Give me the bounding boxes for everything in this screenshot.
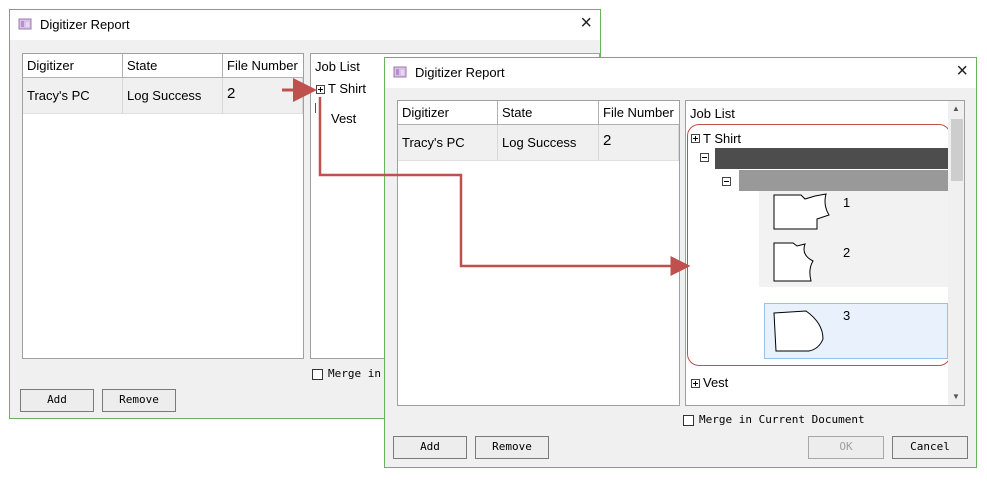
merge-label: Merge in bbox=[328, 367, 381, 380]
piece-shape-3[interactable] bbox=[771, 309, 826, 355]
piece-shape-1[interactable] bbox=[771, 193, 833, 233]
state-cell: Log Success bbox=[498, 125, 599, 161]
window-title: Digitizer Report bbox=[40, 17, 130, 32]
title-bar: Digitizer Report × bbox=[10, 10, 600, 40]
piece-number-2: 2 bbox=[843, 245, 851, 260]
job-list-label: Job List bbox=[690, 106, 735, 121]
close-icon[interactable]: × bbox=[956, 60, 968, 82]
piece-shape-2[interactable] bbox=[771, 241, 821, 285]
redacted-subfolder-bar[interactable] bbox=[739, 170, 948, 191]
table-row[interactable]: Tracy's PC Log Success 2 bbox=[23, 78, 303, 114]
remove-button[interactable]: Remove bbox=[475, 436, 549, 459]
digitizer-table: Digitizer State File Number Tracy's PC L… bbox=[397, 100, 680, 406]
digitizer-table: Digitizer State File Number Tracy's PC L… bbox=[22, 53, 304, 359]
digitizer-cell: Tracy's PC bbox=[398, 125, 498, 161]
title-bar: Digitizer Report × bbox=[385, 58, 976, 88]
column-header-state[interactable]: State bbox=[498, 101, 599, 125]
column-header-digitizer[interactable]: Digitizer bbox=[23, 54, 123, 78]
redacted-folder-bar[interactable] bbox=[715, 148, 948, 169]
front-dialog: Digitizer Report × Digitizer State File … bbox=[384, 57, 977, 468]
column-header-state[interactable]: State bbox=[123, 54, 223, 78]
job-item-vest[interactable]: Vest bbox=[331, 111, 357, 126]
table-row[interactable]: Tracy's PC Log Success 2 bbox=[398, 125, 679, 161]
collapse-minus-icon[interactable] bbox=[722, 177, 731, 186]
job-item-vest[interactable]: Vest bbox=[703, 375, 729, 390]
merge-checkbox[interactable] bbox=[312, 369, 323, 380]
piece-number-1: 1 bbox=[843, 195, 851, 210]
ok-button[interactable]: OK bbox=[808, 436, 884, 459]
job-item-t-shirt[interactable]: T Shirt bbox=[328, 81, 367, 96]
file-number-cell: 2 bbox=[599, 125, 679, 161]
remove-button[interactable]: Remove bbox=[102, 389, 176, 412]
collapse-minus-icon[interactable] bbox=[700, 153, 709, 162]
app-icon bbox=[393, 66, 407, 78]
scroll-up-icon[interactable]: ▲ bbox=[952, 104, 960, 113]
merge-checkbox[interactable] bbox=[683, 415, 694, 426]
close-icon[interactable]: × bbox=[580, 12, 592, 34]
expand-plus-icon[interactable] bbox=[691, 379, 700, 388]
state-cell: Log Success bbox=[123, 78, 223, 114]
tree-line bbox=[315, 103, 316, 113]
cancel-button[interactable]: Cancel bbox=[892, 436, 968, 459]
job-item-t-shirt[interactable]: T Shirt bbox=[703, 131, 742, 146]
scroll-down-icon[interactable]: ▼ bbox=[952, 392, 960, 401]
column-header-file-number[interactable]: File Number bbox=[599, 101, 679, 125]
column-header-file-number[interactable]: File Number bbox=[223, 54, 303, 78]
merge-label: Merge in Current Document bbox=[699, 413, 865, 426]
job-list-panel: Job List T Shirt 1 2 3 Vest ▲ ▼ bbox=[685, 100, 965, 406]
window-title: Digitizer Report bbox=[415, 65, 505, 80]
piece-number-3: 3 bbox=[843, 308, 851, 323]
digitizer-cell: Tracy's PC bbox=[23, 78, 123, 114]
job-list-label: Job List bbox=[315, 59, 360, 74]
add-button[interactable]: Add bbox=[393, 436, 467, 459]
scrollbar-thumb[interactable] bbox=[951, 119, 963, 181]
app-icon bbox=[18, 18, 32, 30]
column-header-digitizer[interactable]: Digitizer bbox=[398, 101, 498, 125]
add-button[interactable]: Add bbox=[20, 389, 94, 412]
